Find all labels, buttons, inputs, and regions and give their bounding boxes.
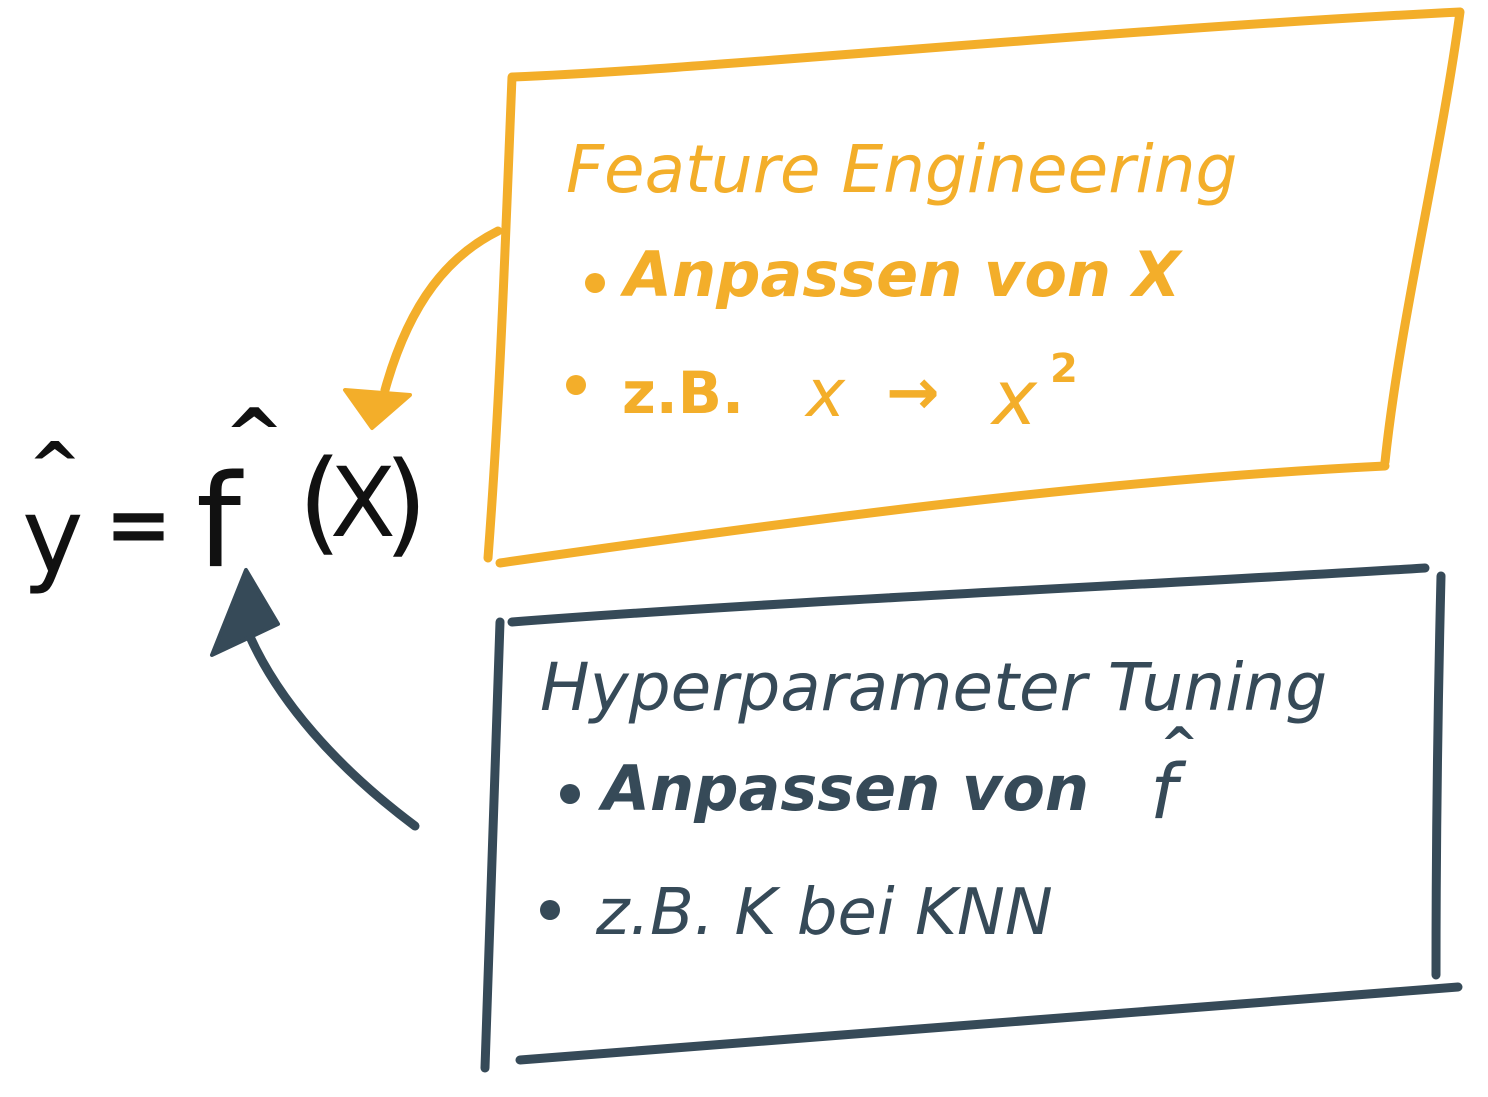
hyper-arrow-line [240,620,420,831]
feature-bullet-2-prefix: z.B. [622,359,744,427]
hyperparameter-tuning-box: Hyperparameter Tuning Anpassen von ^ f z… [480,563,1463,1073]
hyper-bullet-1-f-hat: ^ [1160,717,1199,771]
feature-bullet-2-arrow: → [886,356,940,430]
hyper-arrow [210,568,420,831]
feature-box-frame [483,7,1465,568]
feature-arrowhead-icon [343,388,412,430]
feature-bullet-2-x: x [804,355,846,432]
hyper-bullet-2-text: z.B. K bei KNN [595,876,1053,950]
hyper-arrowhead-icon [210,568,280,657]
feature-bullet-1-dot [585,273,605,293]
hyper-box-title: Hyperparameter Tuning [540,649,1327,726]
hyper-bullet-1-text: Anpassen von [597,752,1089,825]
feature-bullet-1-text: Anpassen von X [619,238,1184,311]
formula-open-paren: ( [298,437,342,567]
formula-close-paren: ) [384,439,428,569]
feature-engineering-box: Feature Engineering Anpassen von X z.B. … [483,7,1465,568]
hyper-box-frame [480,563,1463,1073]
hyper-bullet-1-dot [560,784,580,804]
formula-x: X [330,447,396,559]
feature-arrow [343,226,503,430]
formula-f: f [196,448,244,597]
hyper-bullet-2-dot [540,900,560,920]
feature-arrow-line [380,226,503,395]
formula-y-hat: ^ [28,430,82,504]
feature-bullet-2-result: x [990,353,1038,442]
formula: ^ y = ^ f ( X ) [22,393,428,597]
feature-bullet-2-exponent: 2 [1050,346,1078,392]
feature-bullet-2-dot [566,375,586,395]
feature-box-title: Feature Engineering [566,131,1237,208]
formula-y: y [22,475,84,597]
formula-f-hat: ^ [224,393,284,477]
formula-equals: = [105,478,172,571]
